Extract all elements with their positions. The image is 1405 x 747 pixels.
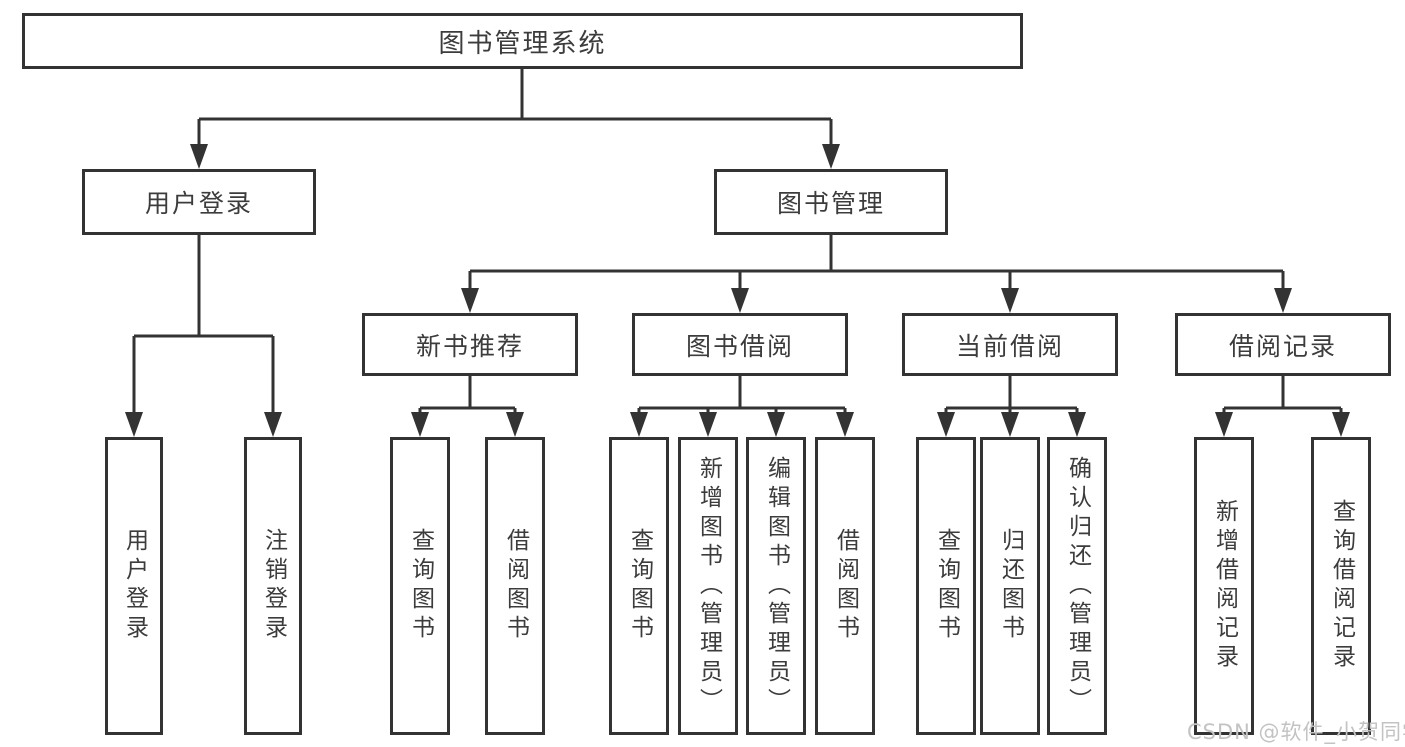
arrowhead-icon xyxy=(1274,288,1292,313)
node-new-book-recommend: 新书推荐 xyxy=(362,313,578,376)
leaf-query-books-current: 查询图书 xyxy=(916,437,976,735)
leaf-query-borrow-record: 查询借阅记录 xyxy=(1311,437,1371,735)
arrowhead-icon xyxy=(461,288,479,313)
node-current-borrow-label: 当前借阅 xyxy=(955,331,1064,361)
node-user-login-module: 用户登录 xyxy=(82,169,316,235)
leaf-add-borrow-record: 新增借阅记录 xyxy=(1194,437,1254,735)
arrowhead-icon xyxy=(264,412,282,437)
leaf-add-book-admin: 新增图书（管理员） xyxy=(678,437,738,735)
arrowhead-icon xyxy=(836,412,854,437)
arrowhead-icon xyxy=(937,412,955,437)
arrowhead-icon xyxy=(1068,412,1086,437)
arrowhead-icon xyxy=(190,144,208,169)
node-book-borrow-label: 图书借阅 xyxy=(685,331,794,361)
leaf-edit-book-admin-label: 编辑图书（管理员） xyxy=(763,455,790,717)
leaf-query-borrow-record-label: 查询借阅记录 xyxy=(1328,499,1355,673)
leaf-confirm-return-admin-label: 确认归还（管理员） xyxy=(1064,455,1091,717)
arrowhead-icon xyxy=(506,412,524,437)
arrowhead-icon xyxy=(125,412,143,437)
node-library-system-label: 图书管理系统 xyxy=(438,28,607,59)
leaf-logout-label: 注销登录 xyxy=(260,528,287,644)
arrowhead-icon xyxy=(699,412,717,437)
arrowhead-icon xyxy=(630,412,648,437)
node-user-login-module-label: 用户登录 xyxy=(144,189,253,218)
leaf-user-login-label: 用户登录 xyxy=(121,528,148,644)
leaf-add-book-admin-label: 新增图书（管理员） xyxy=(695,455,722,717)
arrowhead-icon xyxy=(411,412,429,437)
arrowhead-icon xyxy=(1332,412,1350,437)
leaf-query-books-borrow-label: 查询图书 xyxy=(626,528,653,644)
arrowhead-icon xyxy=(731,288,749,313)
leaf-user-login: 用户登录 xyxy=(105,437,163,735)
leaf-logout: 注销登录 xyxy=(244,437,302,735)
leaf-borrow-books-label: 借阅图书 xyxy=(832,528,859,644)
leaf-query-books-recommend: 查询图书 xyxy=(390,437,450,735)
node-current-borrow: 当前借阅 xyxy=(902,313,1118,376)
leaf-borrow-books: 借阅图书 xyxy=(815,437,875,735)
node-borrow-records: 借阅记录 xyxy=(1175,313,1391,376)
csdn-watermark: CSDN @软件_小贺同学 xyxy=(1187,720,1405,744)
leaf-edit-book-admin: 编辑图书（管理员） xyxy=(746,437,806,735)
arrowhead-icon xyxy=(1001,288,1019,313)
arrowhead-icon xyxy=(767,412,785,437)
node-new-book-recommend-label: 新书推荐 xyxy=(415,331,524,361)
arrowhead-icon xyxy=(1001,412,1019,437)
leaf-return-book-label: 归还图书 xyxy=(997,528,1024,644)
leaf-borrow-books-recommend: 借阅图书 xyxy=(485,437,545,735)
node-book-management-module: 图书管理 xyxy=(714,169,948,235)
leaf-add-borrow-record-label: 新增借阅记录 xyxy=(1211,499,1238,673)
leaf-query-books-borrow: 查询图书 xyxy=(609,437,669,735)
leaf-borrow-books-recommend-label: 借阅图书 xyxy=(502,528,529,644)
node-book-management-module-label: 图书管理 xyxy=(776,189,885,218)
leaf-return-book: 归还图书 xyxy=(980,437,1040,735)
node-library-system: 图书管理系统 xyxy=(22,13,1023,69)
node-book-borrow: 图书借阅 xyxy=(632,313,848,376)
node-borrow-records-label: 借阅记录 xyxy=(1228,331,1337,361)
arrowhead-icon xyxy=(1215,412,1233,437)
arrowhead-icon xyxy=(822,144,840,169)
leaf-query-books-recommend-label: 查询图书 xyxy=(407,528,434,644)
leaf-confirm-return-admin: 确认归还（管理员） xyxy=(1047,437,1107,735)
leaf-query-books-current-label: 查询图书 xyxy=(933,528,960,644)
